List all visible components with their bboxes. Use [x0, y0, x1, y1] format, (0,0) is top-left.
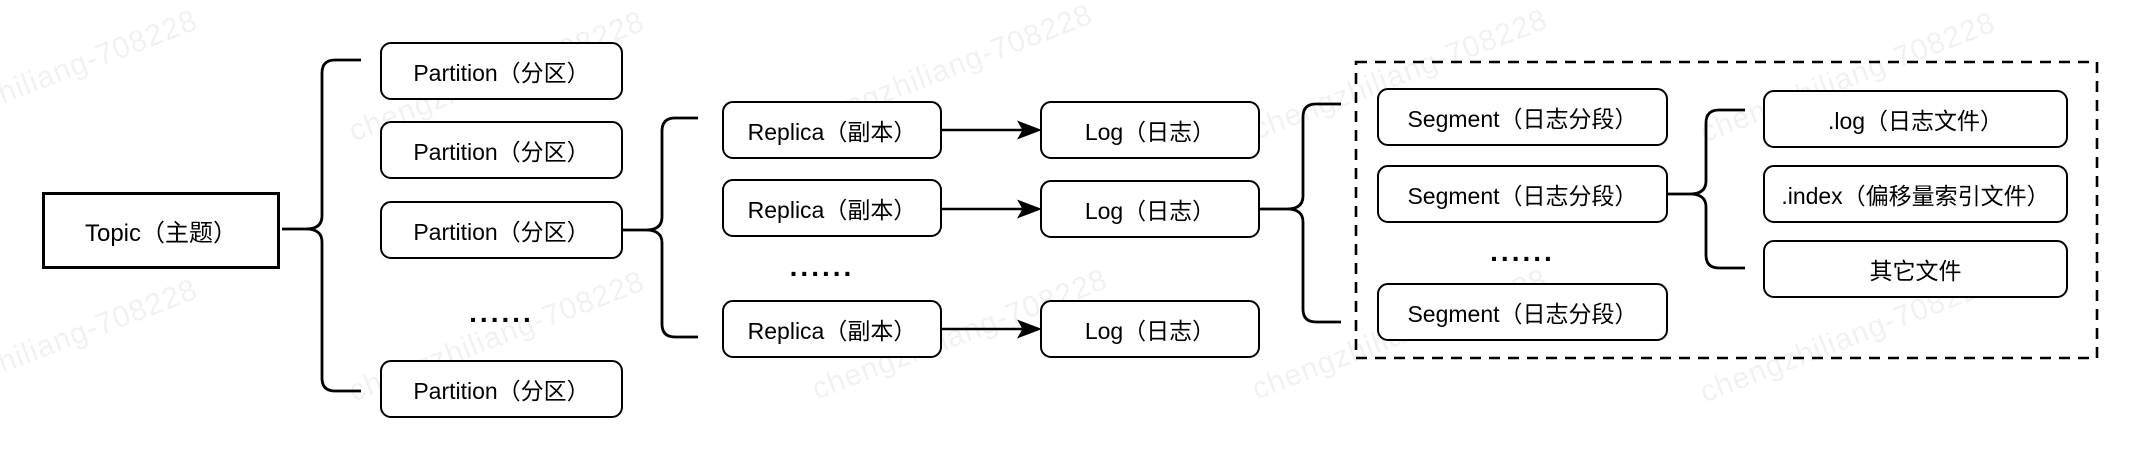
segment-node-2: Segment（日志分段） — [1377, 165, 1668, 223]
replicas-ellipsis: ...... — [789, 251, 855, 282]
arrow-replica3-to-log3 — [942, 319, 1042, 339]
topic-node: Topic（主题） — [42, 192, 280, 269]
segments-ellipsis: ...... — [1490, 236, 1555, 267]
partition-node-3: Partition（分区） — [380, 201, 623, 259]
partition-node-4: Partition（分区） — [380, 360, 623, 418]
brace-segment-to-files — [1668, 108, 1745, 270]
arrow-replica1-to-log1 — [942, 120, 1042, 140]
partitions-ellipsis: ...... — [469, 297, 534, 328]
segments-group-dashed-border — [1354, 60, 2099, 360]
brace-log-to-segments — [1260, 102, 1341, 324]
brace-partition-to-replicas — [623, 116, 698, 339]
segment-node-3: Segment（日志分段） — [1377, 283, 1668, 341]
partition-node-2: Partition（分区） — [380, 121, 623, 179]
log-node-2: Log（日志） — [1040, 180, 1260, 238]
file-node-index: .index（偏移量索引文件） — [1763, 165, 2068, 223]
file-node-log: .log（日志文件） — [1763, 90, 2068, 148]
log-node-3: Log（日志） — [1040, 300, 1260, 358]
partition-node-1: Partition（分区） — [380, 42, 623, 100]
file-node-other: 其它文件 — [1763, 240, 2068, 298]
replica-node-1: Replica（副本） — [722, 101, 942, 159]
log-node-1: Log（日志） — [1040, 101, 1260, 159]
replica-node-2: Replica（副本） — [722, 179, 942, 237]
replica-node-3: Replica（副本） — [722, 300, 942, 358]
arrow-replica2-to-log2 — [942, 199, 1042, 219]
brace-topic-to-partitions — [282, 58, 361, 393]
segment-node-1: Segment（日志分段） — [1377, 88, 1668, 146]
